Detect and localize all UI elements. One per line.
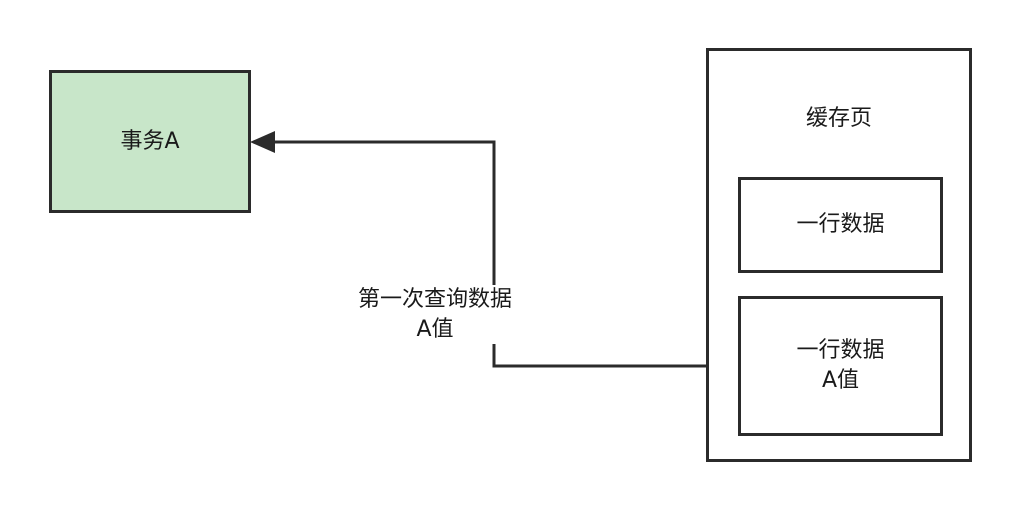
- data-row-2-value: A值: [821, 368, 860, 393]
- query-edge-label-line2: A值: [416, 316, 454, 342]
- data-row-2-label: 一行数据: [796, 338, 885, 364]
- arrowhead-icon: [250, 131, 275, 153]
- data-row-node-1[interactable]: 一行数据: [738, 177, 943, 273]
- query-edge-label: 第一次查询数据 A值: [330, 285, 540, 345]
- data-row-node-2[interactable]: 一行数据 A值: [738, 296, 943, 436]
- transaction-a-label: 事务A: [120, 128, 180, 154]
- cache-page-title: 缓存页: [805, 106, 872, 131]
- query-edge-label-line1: 第一次查询数据: [357, 287, 512, 312]
- data-row-1-label: 一行数据: [796, 212, 885, 238]
- transaction-a-node[interactable]: 事务A: [49, 70, 251, 213]
